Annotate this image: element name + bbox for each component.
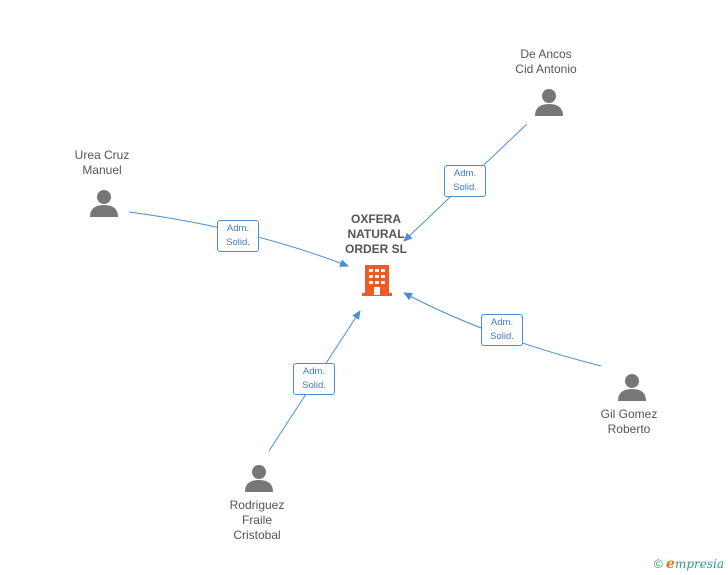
person-icon[interactable] [89,189,119,217]
company-name[interactable]: OXFERA NATURAL ORDER SL [316,212,436,257]
edge-label-rodriguez[interactable]: Adm. Solid. [293,363,335,395]
company-name-line: NATURAL [347,227,405,241]
edge-label-line: Solid. [490,331,514,342]
brand-initial: e [666,556,675,572]
edge-label-line: Solid. [226,237,250,248]
person-name-rodriguez[interactable]: Rodriguez Fraile Cristobal [187,498,327,543]
person-name-line: Cid Antonio [515,62,577,76]
person-name-line: Gil Gomez [600,407,658,421]
person-name-urea-cruz[interactable]: Urea Cruz Manuel [32,148,172,178]
building-icon[interactable] [362,263,392,297]
person-icon[interactable] [617,373,647,401]
edge-label-line: Solid. [453,182,477,193]
brand-rest: mpresia [674,557,724,571]
copyright-symbol: © [653,557,663,571]
edge-label-urea-cruz[interactable]: Adm. Solid. [217,220,259,252]
person-name-line: Cristobal [233,528,281,542]
person-icon[interactable] [534,88,564,116]
person-name-line: Urea Cruz [74,148,130,162]
person-name-line: Rodriguez [229,498,285,512]
edge-label-line: Adm. [226,223,250,234]
edge-label-line: Adm. [302,366,326,377]
person-name-gil-gomez[interactable]: Gil Gomez Roberto [559,407,699,437]
edge-label-gil-gomez[interactable]: Adm. Solid. [481,314,523,346]
company-name-line: ORDER SL [344,242,407,256]
edge-label-line: Solid. [302,380,326,391]
edge-label-line: Adm. [490,317,514,328]
person-name-line: Roberto [607,422,651,436]
person-name-de-ancos[interactable]: De Ancos Cid Antonio [476,47,616,77]
person-name-line: Fraile [241,513,272,527]
edge-label-line: Adm. [453,168,477,179]
edge-label-de-ancos[interactable]: Adm. Solid. [444,165,486,197]
person-name-line: De Ancos [520,47,572,61]
person-name-line: Manuel [82,163,122,177]
empresia-footer: © empresia [654,556,724,572]
empresia-logo[interactable]: empresia [666,556,724,572]
company-name-line: OXFERA [350,212,401,226]
person-icon[interactable] [244,464,274,492]
